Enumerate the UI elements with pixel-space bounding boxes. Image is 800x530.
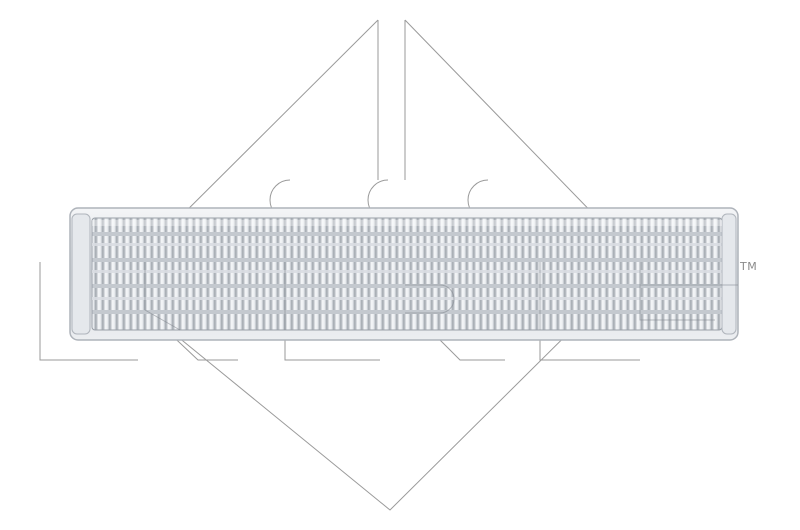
watermark-overlay [144, 262, 738, 331]
trademark-label: TM [739, 260, 757, 273]
radiator-core [69, 207, 739, 341]
